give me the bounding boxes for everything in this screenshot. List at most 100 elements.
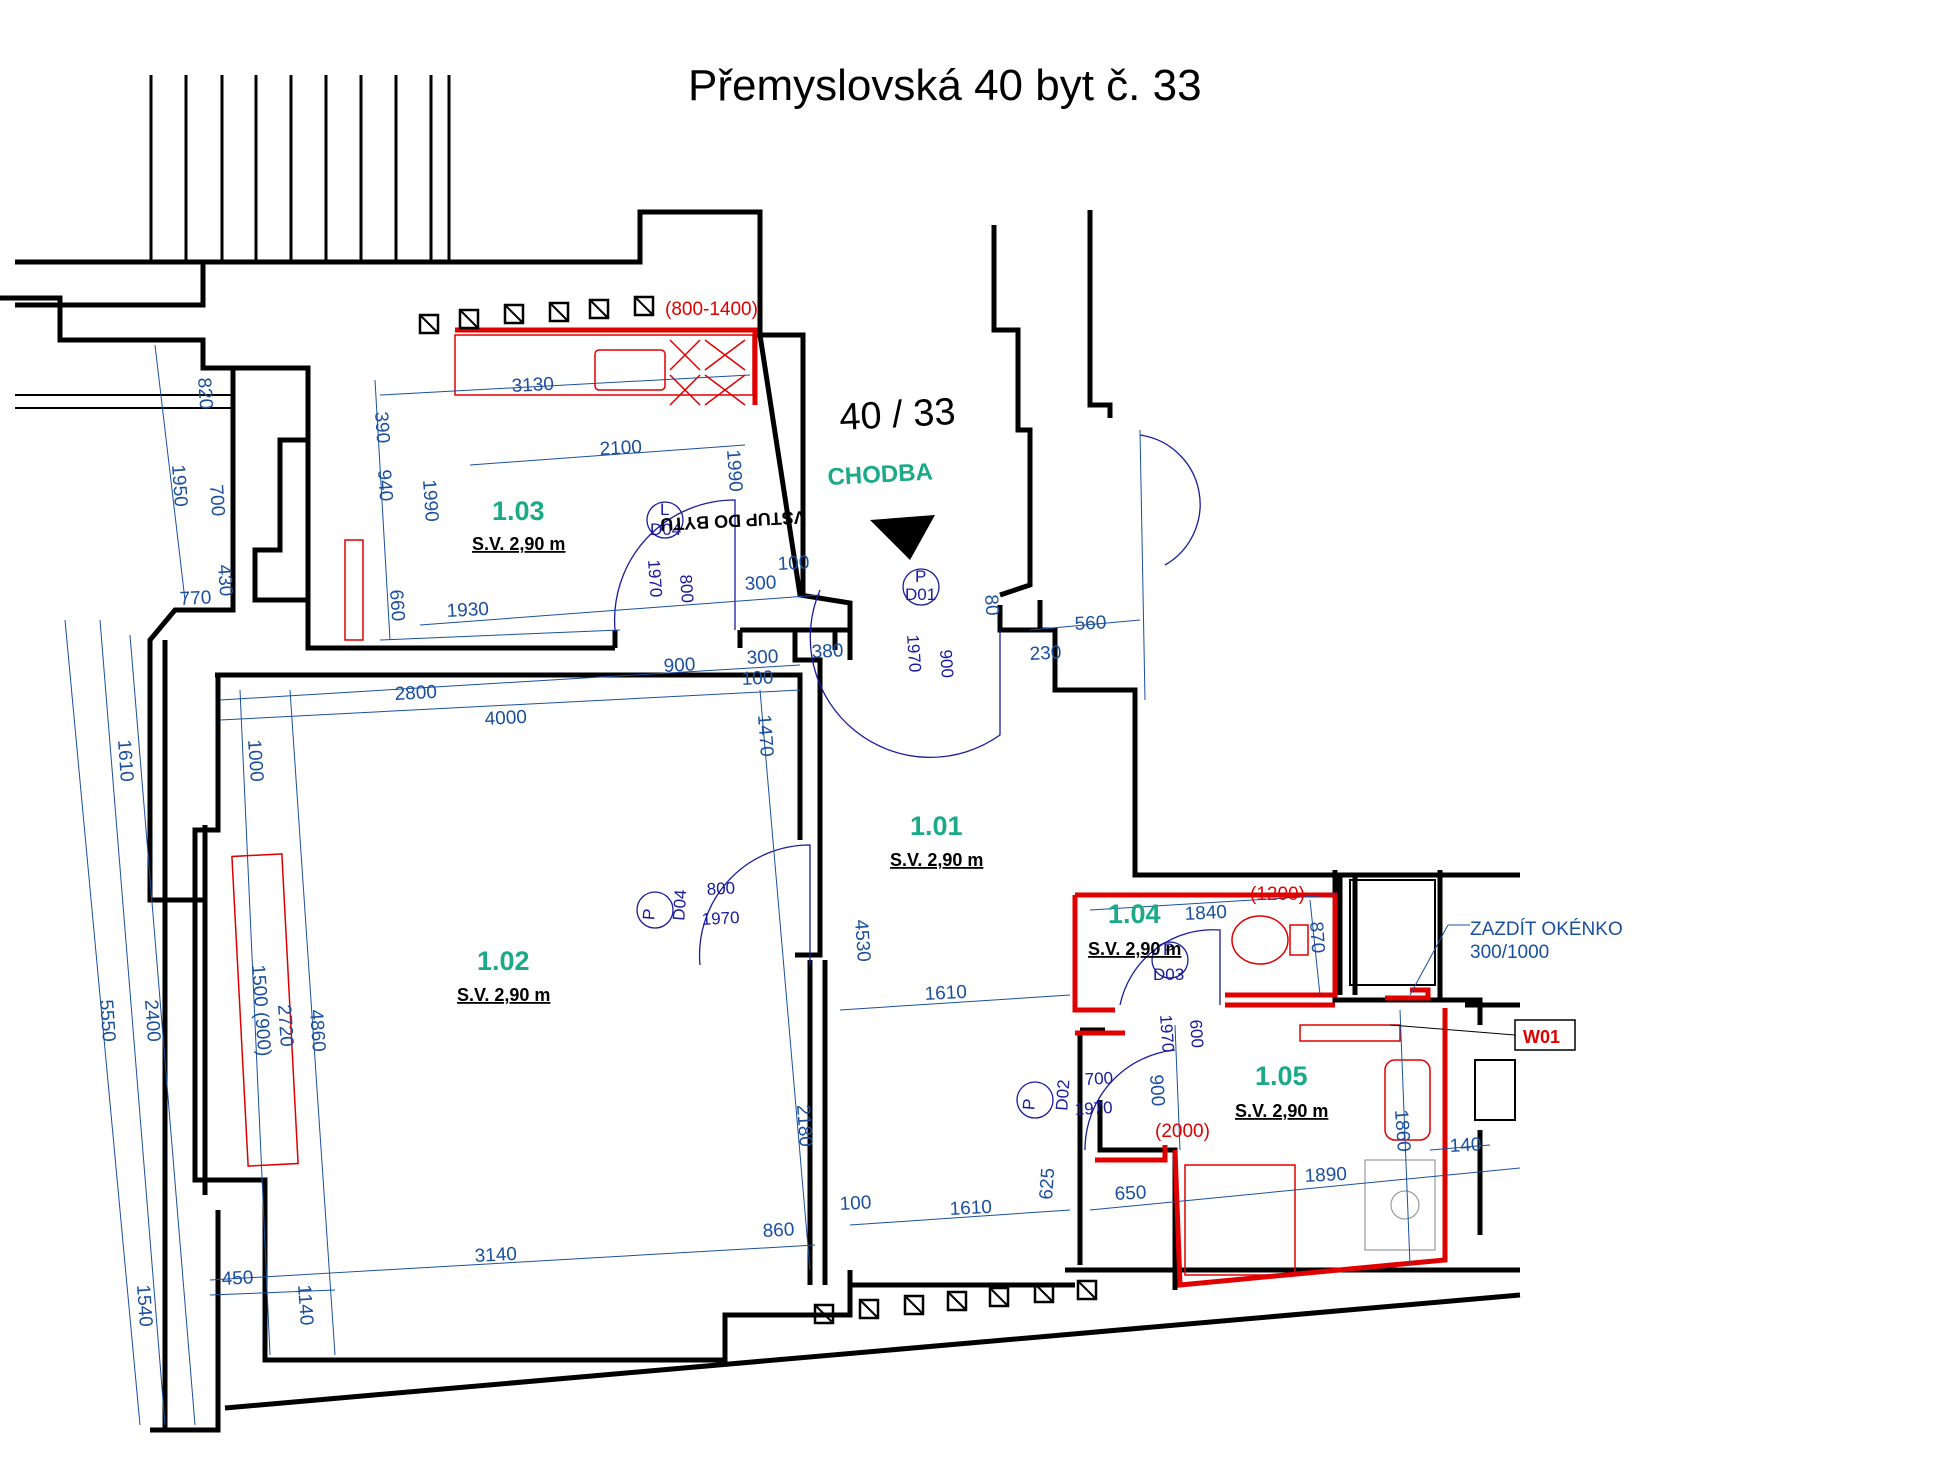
dim-label: 1610: [949, 1197, 992, 1220]
svg-text:1970: 1970: [644, 559, 666, 598]
svg-text:P: P: [639, 908, 659, 921]
svg-text:1970: 1970: [1074, 1098, 1113, 1119]
dim-label: 3130: [511, 374, 554, 397]
bath-height-note: (2000): [1155, 1121, 1210, 1142]
svg-text:D01: D01: [905, 585, 936, 604]
dim-label: 900: [663, 654, 696, 677]
bath-fixtures: [1184, 879, 1516, 1276]
svg-text:1970: 1970: [1156, 1014, 1178, 1053]
dim-label: 4000: [484, 707, 527, 730]
svg-text:ZAZDÍT OKÉNKO: ZAZDÍT OKÉNKO: [1470, 919, 1623, 940]
dim-label: 1890: [1304, 1164, 1347, 1187]
door-tag-d04-kitchen: L D04 800 1970: [644, 500, 697, 604]
dim-label: 2180: [792, 1104, 816, 1148]
dim-label: 80: [980, 594, 1002, 617]
staircase: [149, 75, 451, 262]
svg-text:W01: W01: [1523, 1027, 1560, 1047]
dim-label: 3140: [474, 1244, 517, 1267]
door-swings: [613, 434, 1221, 1151]
dim-label: 2800: [394, 682, 437, 705]
new-walls: [455, 327, 1448, 1288]
svg-text:L: L: [660, 500, 669, 519]
vent-icon: [503, 303, 525, 325]
dim-label: 1610: [113, 739, 137, 783]
dim-label: 140: [1449, 1134, 1482, 1157]
dim-label: 940: [373, 469, 396, 502]
dim-label: 390: [370, 411, 393, 444]
dim-label: 1470: [753, 714, 777, 758]
svg-text:1.05: 1.05: [1255, 1061, 1308, 1091]
svg-text:900: 900: [936, 649, 957, 679]
dim-label: 1950: [167, 464, 191, 508]
dim-label: 820: [193, 377, 216, 410]
svg-text:D02: D02: [1052, 1079, 1073, 1111]
vent-icon: [633, 295, 655, 317]
vent-icon: [418, 313, 440, 335]
dim-label: 4860: [305, 1009, 329, 1053]
svg-text:P: P: [915, 567, 926, 586]
svg-text:S.V. 2,90 m: S.V. 2,90 m: [472, 534, 565, 554]
dim-label: 100: [777, 552, 810, 575]
dim-label: 300: [744, 572, 777, 595]
room-1-01: 1.01 S.V. 2,90 m: [890, 811, 983, 870]
dim-label: 5550: [95, 999, 119, 1043]
room-1-03: 1.03 S.V. 2,90 m: [472, 496, 565, 554]
room-1-04: 1.04 S.V. 2,90 m: [1088, 899, 1181, 959]
room-1-05: 1.05 S.V. 2,90 m: [1235, 1061, 1328, 1121]
dim-label: 1840: [1184, 902, 1227, 925]
svg-text:800: 800: [676, 574, 697, 604]
entry-arrow-icon: [870, 515, 935, 560]
svg-text:P: P: [1019, 1098, 1039, 1111]
dimension-lines: [64, 344, 1521, 1426]
svg-text:1.02: 1.02: [477, 946, 530, 976]
dim-label: 2100: [599, 437, 642, 460]
dim-label: 1610: [924, 982, 967, 1005]
svg-text:1970: 1970: [701, 908, 740, 929]
dim-label: 1000: [243, 739, 267, 783]
dim-label: 1990: [722, 449, 746, 493]
door-tag-d04: P D04 800 1970: [636, 879, 740, 929]
dim-label: 870: [1305, 921, 1328, 954]
vent-icon: [1076, 1279, 1098, 1301]
vent-icon: [1033, 1282, 1055, 1304]
dim-label: 1990: [418, 479, 442, 523]
dim-label: 1860: [1390, 1109, 1414, 1153]
vent-icon: [458, 308, 480, 330]
door-tag-d01: P D01 900 1970: [902, 567, 957, 679]
dim-label: 230: [1029, 642, 1062, 665]
dim-label: 1540: [132, 1284, 156, 1328]
door-tag-d02: P D02 700 1970: [1016, 1069, 1114, 1119]
dim-label: 560: [1074, 612, 1107, 635]
dim-label: 380: [811, 640, 844, 663]
svg-text:D04: D04: [669, 889, 690, 921]
dim-label: 900: [1145, 1074, 1168, 1107]
svg-text:D03: D03: [1153, 965, 1184, 984]
corridor-label: CHODBA: [827, 459, 934, 491]
svg-text:300/1000: 300/1000: [1470, 942, 1549, 963]
kitchen-range-note: (800-1400): [665, 299, 758, 320]
vent-icon: [813, 1303, 835, 1325]
unit-label: 40 / 33: [838, 391, 956, 439]
dim-label: 625: [1036, 1167, 1059, 1200]
dim-label: 2720: [273, 1004, 297, 1048]
vent-icon: [946, 1290, 968, 1312]
svg-text:700: 700: [1084, 1069, 1113, 1089]
svg-text:S.V. 2,90 m: S.V. 2,90 m: [1088, 939, 1181, 959]
dim-label: 100: [839, 1192, 872, 1215]
svg-text:P: P: [1163, 940, 1174, 959]
dim-label: 770: [179, 587, 212, 610]
dim-label: 300: [746, 646, 779, 669]
dim-label: 1500 (900): [247, 964, 274, 1057]
door-tag-d03: P D03 600 1970: [1151, 940, 1207, 1053]
vent-icon: [548, 301, 570, 323]
vents: [418, 295, 1098, 1325]
svg-text:1.01: 1.01: [910, 811, 963, 841]
dimension-labels: 3130 390 2100 1990 1990 940 660 1930 300…: [95, 374, 1482, 1328]
dim-label: 660: [385, 589, 408, 622]
dim-label: 450: [221, 1267, 254, 1290]
svg-text:1.03: 1.03: [492, 496, 545, 526]
plan-title: Přemyslovská 40 byt č. 33: [688, 61, 1202, 110]
dim-label: 700: [205, 484, 228, 517]
svg-text:S.V. 2,90 m: S.V. 2,90 m: [890, 850, 983, 870]
